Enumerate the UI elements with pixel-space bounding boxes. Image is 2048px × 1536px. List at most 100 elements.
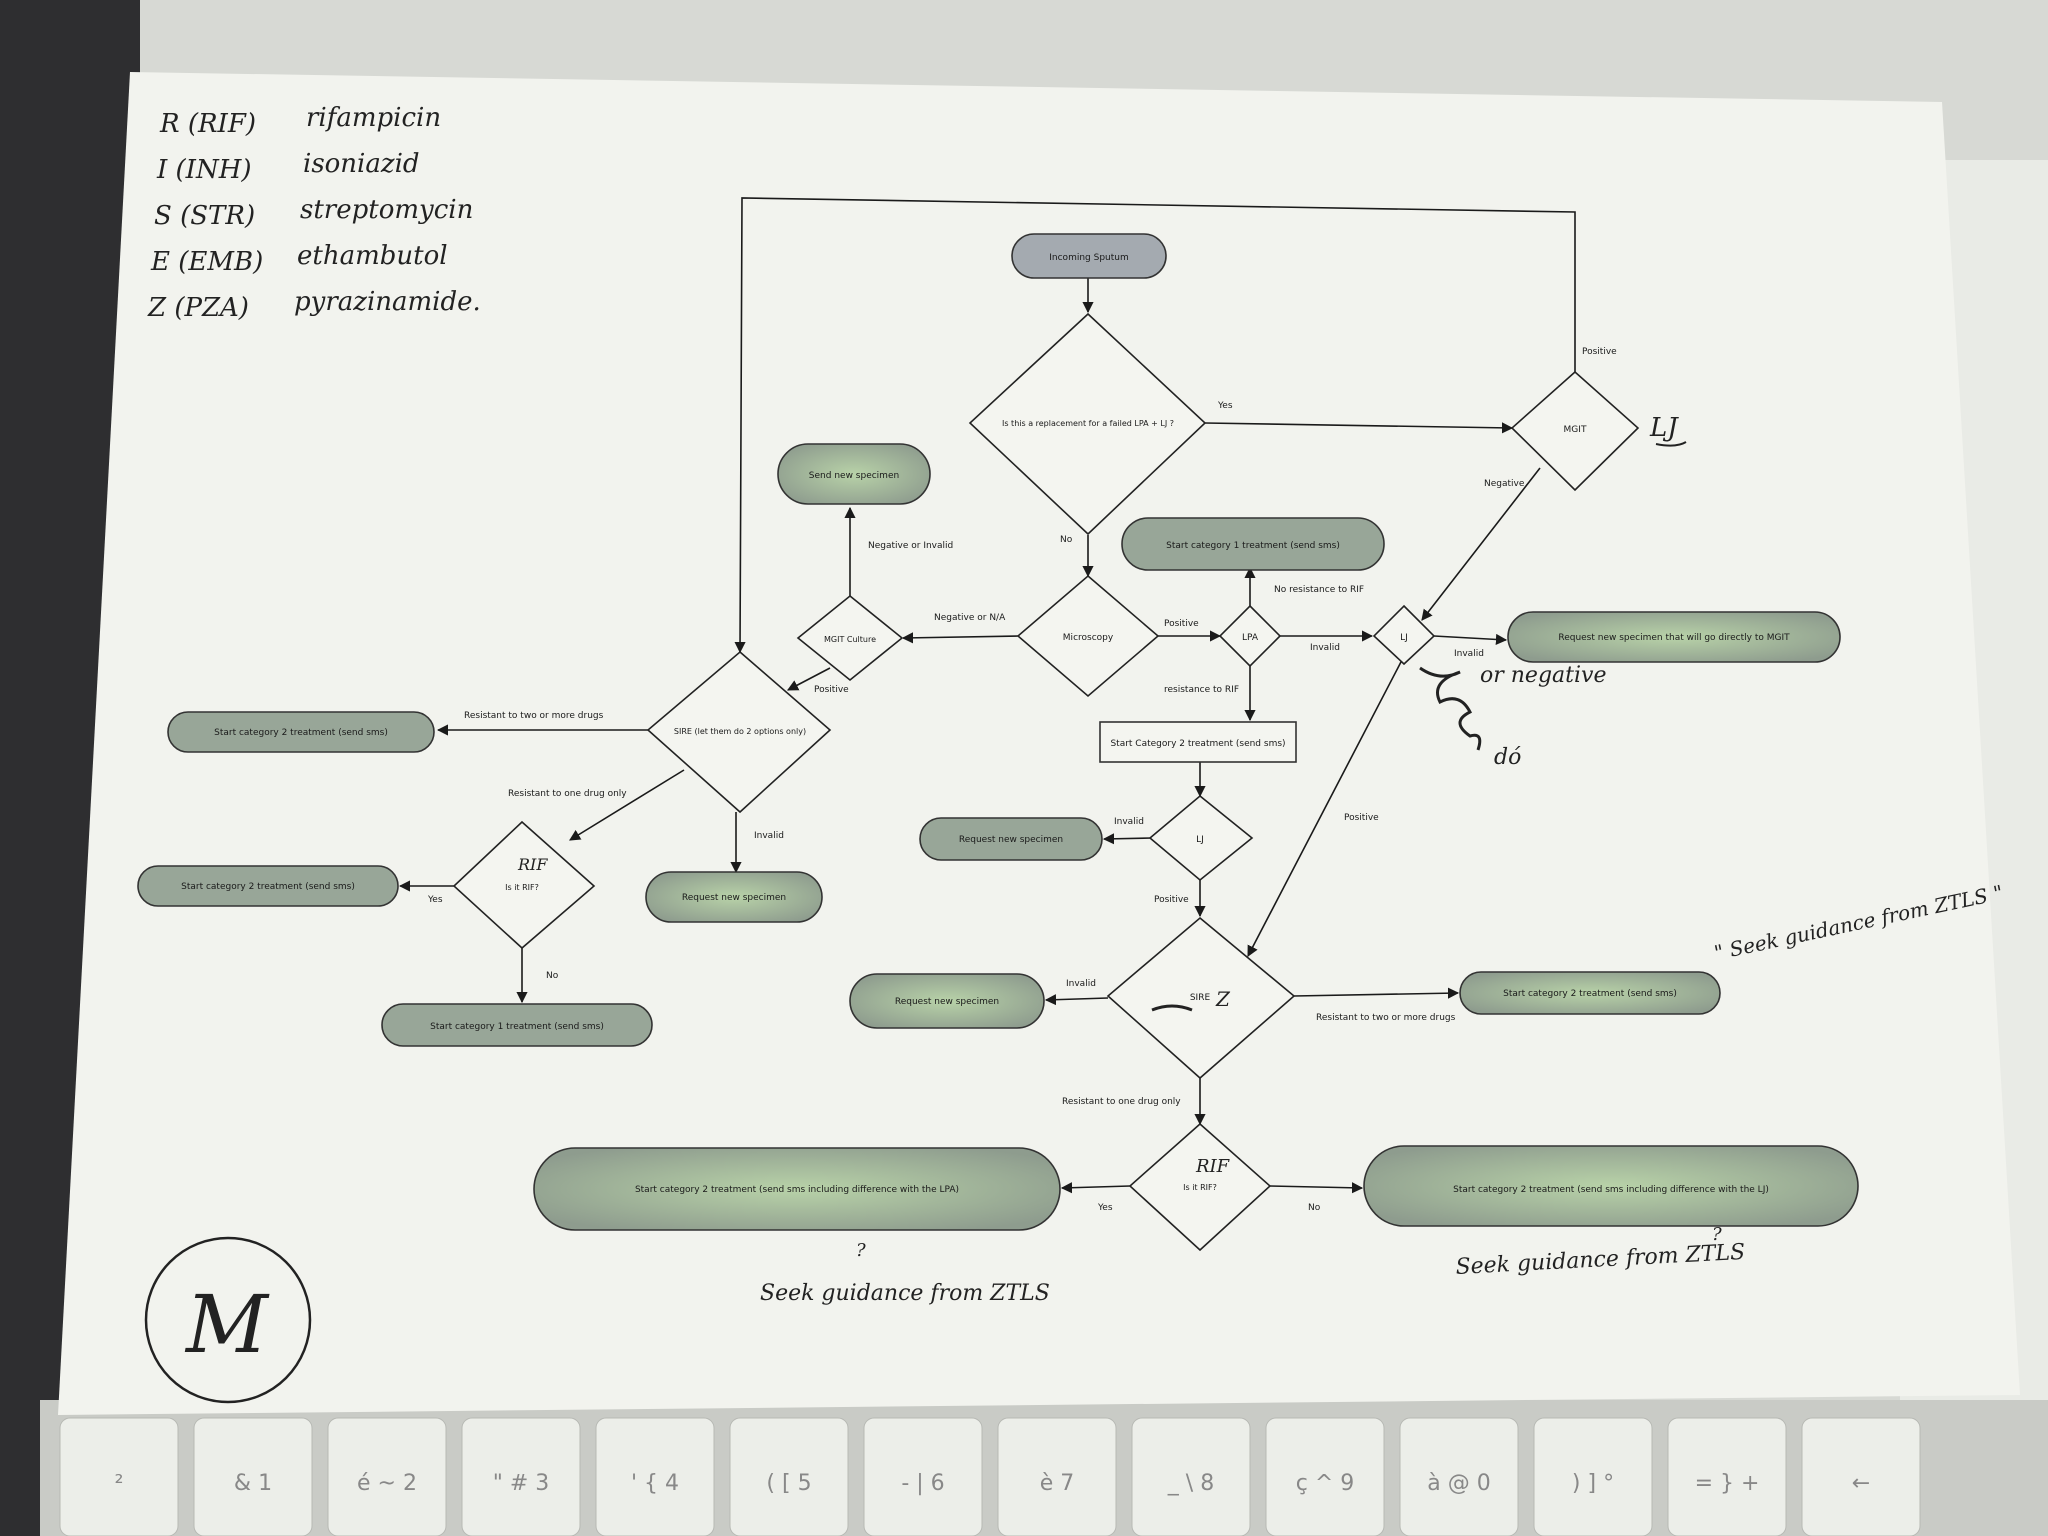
node-send-new-specimen-label: Send new specimen: [809, 471, 899, 481]
keyboard-key[interactable]: [997, 1417, 1117, 1536]
edge-labels: Yes Positive Negative No Negative or Inv…: [427, 347, 1617, 1213]
node-cat2-bottom-left: [533, 1147, 1061, 1231]
keyboard-key[interactable]: [863, 1417, 983, 1536]
node-request-mgit: [1507, 611, 1841, 663]
keyboard-key-label: = } +: [1695, 1471, 1760, 1496]
node-cat2-box-label: Start Category 2 treatment (send sms): [1110, 739, 1285, 749]
node-request-sire-label: Request new specimen: [895, 997, 999, 1007]
node-mgit-culture-label: MGIT Culture: [824, 635, 876, 644]
node-mgit-culture: [796, 594, 904, 682]
keyboard-key-label: ' { 4: [631, 1471, 679, 1496]
node-microscopy: [1016, 574, 1160, 698]
keyboard-key-label: è 7: [1040, 1471, 1075, 1496]
node-cat2-left-low-label: Start category 2 treatment (send sms): [181, 882, 355, 892]
keyboard-key[interactable]: [1533, 1417, 1653, 1536]
hand-or-negative: or negative: [1480, 663, 1606, 688]
keyboard-key[interactable]: [193, 1417, 313, 1536]
keyboard-key[interactable]: [1399, 1417, 1519, 1536]
keyboard-key[interactable]: [729, 1417, 849, 1536]
keyboard-key-label: _ \ 8: [1167, 1471, 1214, 1496]
node-cat2-left-label: Start category 2 treatment (send sms): [214, 728, 388, 738]
edge-label-no: No: [1060, 535, 1073, 545]
node-request-left-label: Request new specimen: [682, 893, 786, 903]
edge-label-positive-micro: Positive: [1164, 619, 1199, 629]
edge-lj-to-request: [1433, 633, 1508, 646]
legend-name: ethambutol: [297, 241, 448, 271]
hand-scribble: [1419, 666, 1482, 751]
edge-label-res-two-left: Resistant to two or more drugs: [464, 711, 604, 721]
edge-rif-no: [1269, 1182, 1364, 1194]
node-sire-mid: [1106, 916, 1296, 1080]
hand-z-mark: Z: [1215, 987, 1231, 1011]
node-cat2-left-low: [137, 865, 399, 907]
node-sire-left-label: SIRE (let them do 2 options only): [674, 727, 806, 736]
edge-label-invalid-lpa: Invalid: [1310, 643, 1340, 653]
edge-siremid-to-request: [1044, 994, 1109, 1006]
keyboard-key[interactable]: [595, 1417, 715, 1536]
legend-name: rifampicin: [306, 103, 441, 133]
keyboard-key-label: ç ^ 9: [1296, 1471, 1355, 1496]
edge-mgit-to-lj: [1421, 467, 1541, 621]
keyboard-key-label: à @ 0: [1427, 1471, 1490, 1496]
keyboard-key[interactable]: [1131, 1417, 1251, 1536]
node-lj-mid-label: LJ: [1196, 835, 1204, 845]
edge-label-res-one-mid: Resistant to one drug only: [1062, 1097, 1181, 1107]
edge-label-positive-lj-mid: Positive: [1154, 895, 1189, 905]
node-cat2-right: [1459, 971, 1721, 1015]
node-sire-left: [646, 650, 832, 814]
legend-code: R (RIF): [159, 109, 256, 139]
edge-sireleft-to-rif: [569, 769, 685, 841]
node-lj-right-label: LJ: [1400, 633, 1408, 643]
legend-code: S (STR): [154, 201, 255, 231]
legend-code: Z (PZA): [147, 293, 249, 323]
keyboard-key[interactable]: [59, 1417, 179, 1536]
node-cat2-box: [1099, 721, 1297, 763]
edge-mgit-to-sire-loop: [734, 197, 1576, 654]
edge-label-no-res-rif: No resistance to RIF: [1274, 585, 1364, 595]
node-cat1-left: [381, 1003, 653, 1047]
node-mgit-label: MGIT: [1564, 425, 1587, 435]
legend-code: E (EMB): [150, 247, 263, 277]
hand-signature: M: [184, 1278, 270, 1371]
hand-seek-bottom-left: Seek guidance from ZTLS: [760, 1281, 1050, 1306]
node-cat1-top-label: Start category 1 treatment (send sms): [1166, 541, 1340, 551]
node-incoming-sputum: [1011, 233, 1167, 279]
edge-siremid-to-cat2right: [1293, 987, 1460, 999]
hand-do: dó: [1494, 745, 1521, 770]
node-cat1-left-label: Start category 1 treatment (send sms): [430, 1022, 604, 1032]
legend-name: streptomycin: [300, 195, 473, 225]
node-cat1-top: [1121, 517, 1385, 571]
edge-label-invalid-sire-mid: Invalid: [1066, 979, 1096, 989]
keyboard-key[interactable]: [461, 1417, 581, 1536]
paper-sheet: [58, 72, 2020, 1415]
node-cat2-bottom-right-label: Start category 2 treatment (send sms inc…: [1453, 1185, 1769, 1195]
keyboard-key-label: ) ] °: [1572, 1471, 1614, 1496]
node-mgit: [1510, 370, 1640, 492]
node-cat2-bottom-left-label: Start category 2 treatment (send sms inc…: [635, 1185, 959, 1195]
keyboard-key-label: é ~ 2: [357, 1471, 417, 1496]
hand-lj-note: LJ: [1649, 413, 1679, 443]
keyboard-key[interactable]: [1801, 1417, 1921, 1536]
node-request-left: [645, 871, 823, 923]
edge-label-yes-rif-bottom: Yes: [1097, 1203, 1113, 1213]
edge-label-res-one-left: Resistant to one drug only: [508, 789, 627, 799]
node-cat2-left: [167, 711, 435, 753]
node-rif-bottom: [1128, 1122, 1272, 1252]
keyboard-key[interactable]: [1667, 1417, 1787, 1536]
node-lpa: [1218, 604, 1282, 668]
edge-label-neg-invalid: Negative or Invalid: [868, 541, 953, 551]
keyboard-key[interactable]: [327, 1417, 447, 1536]
edge-label-yes-rif-left: Yes: [427, 895, 443, 905]
node-replacement-question: [968, 312, 1207, 536]
legend-code: I (INH): [156, 155, 252, 185]
node-request-mgit-label: Request new specimen that will go direct…: [1558, 633, 1790, 643]
keyboard-key[interactable]: [1265, 1417, 1385, 1536]
keyboard-key-label: ( [ 5: [766, 1471, 811, 1496]
edge-label-positive: Positive: [1582, 347, 1617, 357]
hand-q-left: ?: [856, 1240, 866, 1261]
node-send-new-specimen: [777, 443, 931, 505]
hand-lj-underline: [1655, 441, 1687, 447]
